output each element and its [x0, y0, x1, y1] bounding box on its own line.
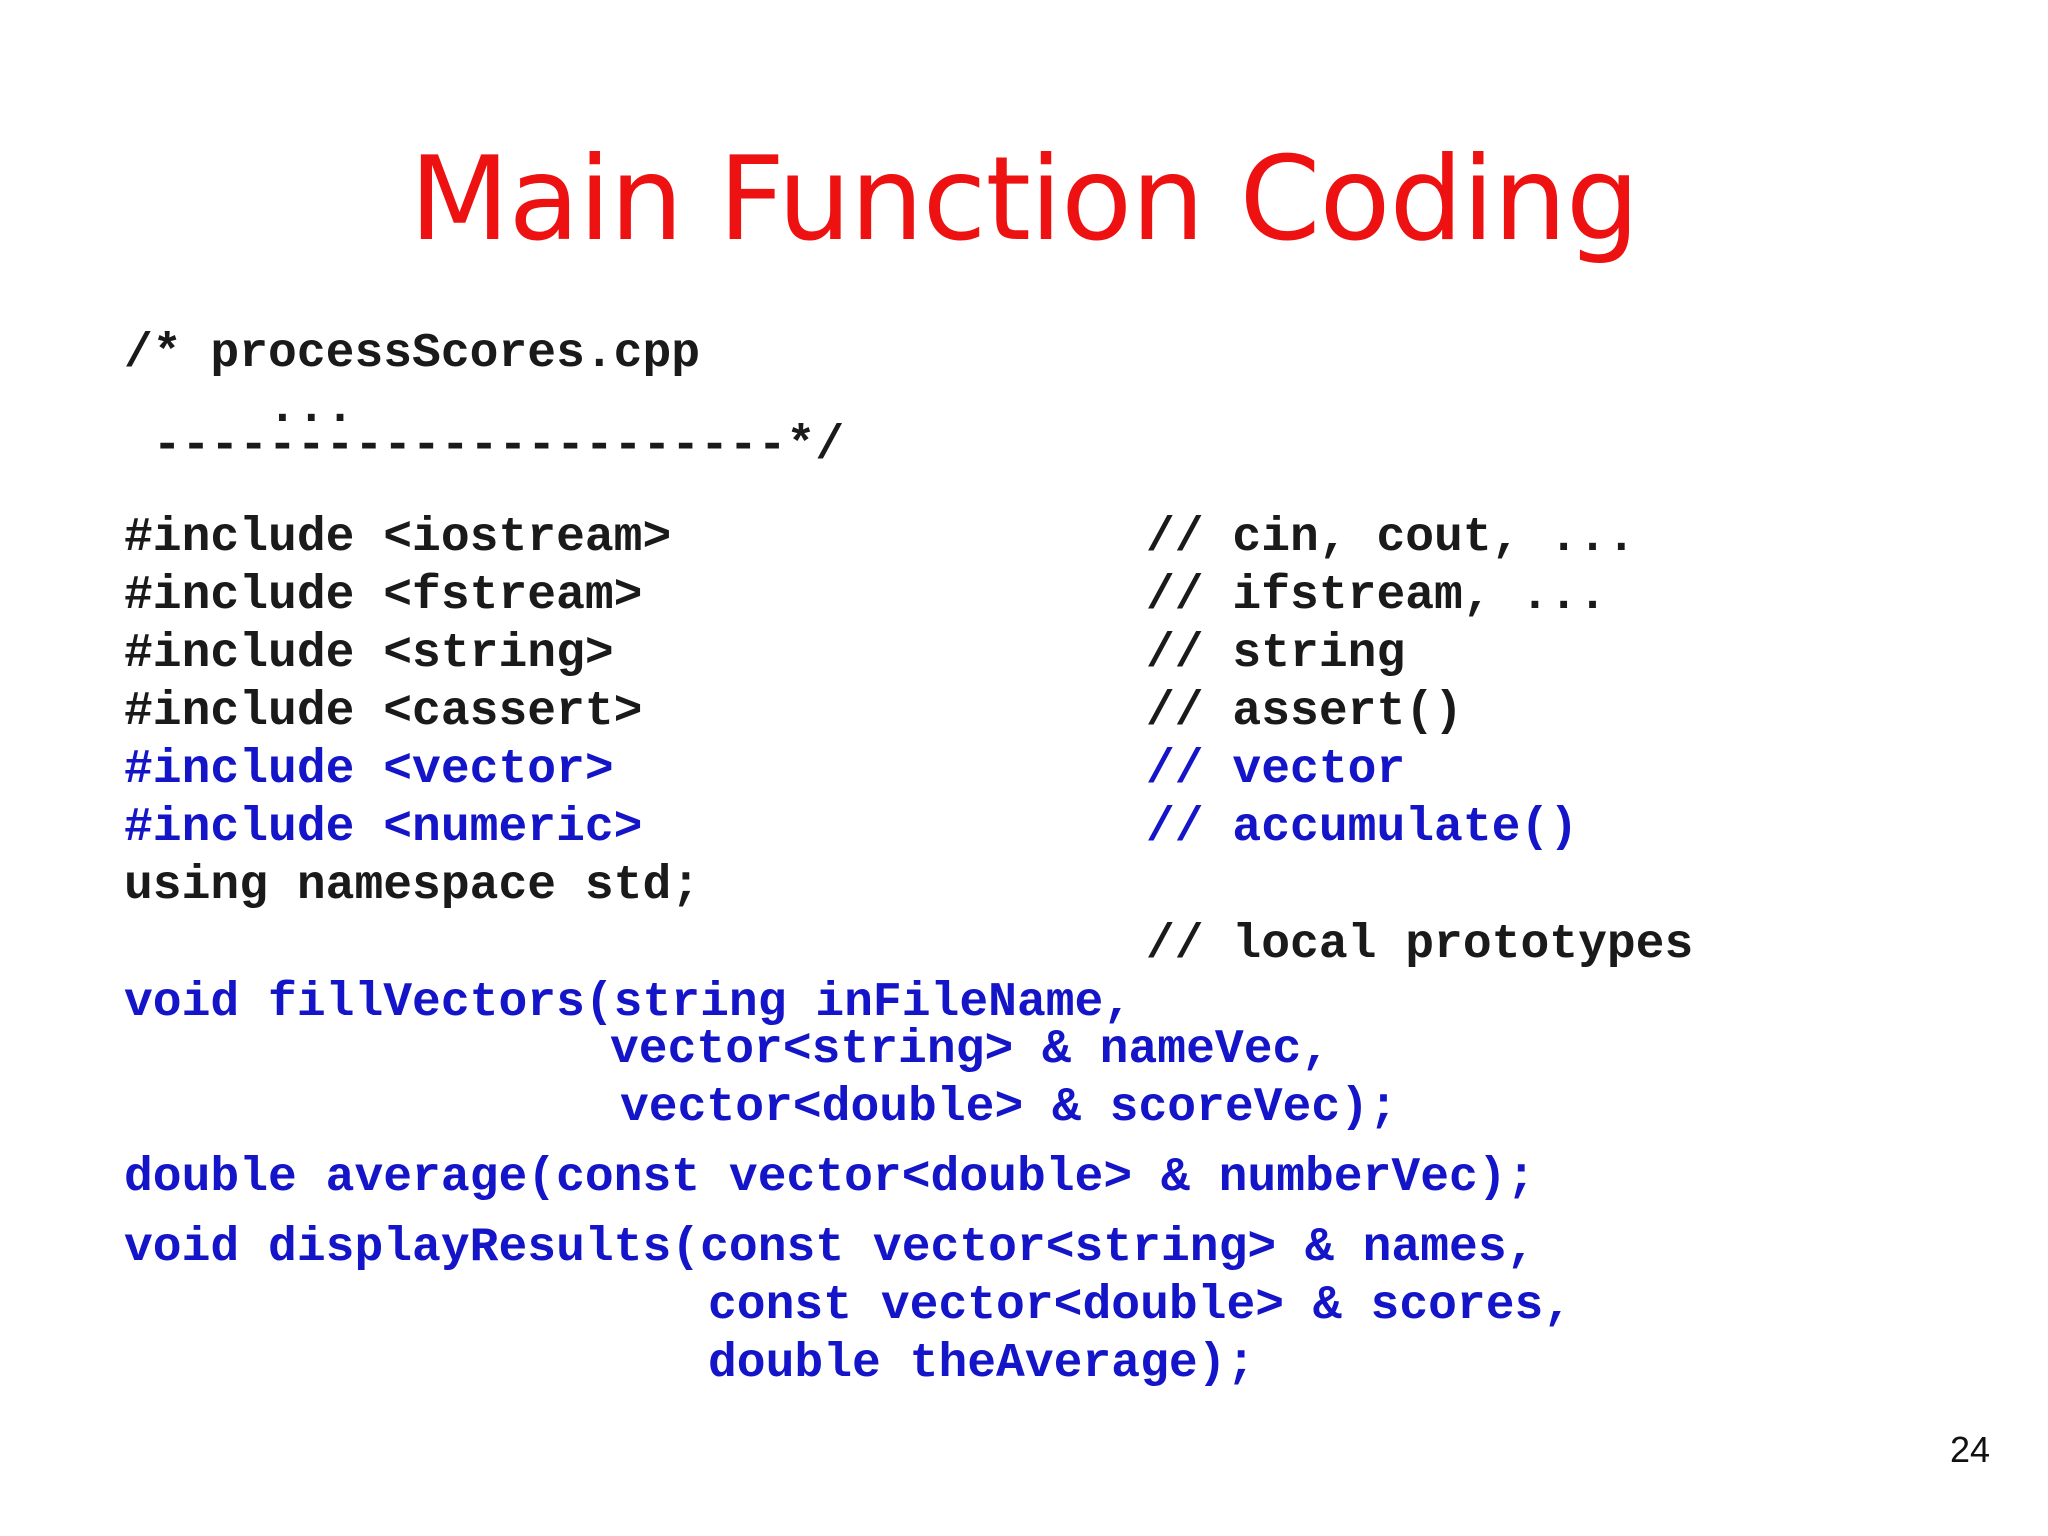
fill-vectors-prototype-line-1: void fillVectors(string inFileName,: [124, 976, 1133, 1030]
display-results-prototype-line-2: const vector<double> & scores,: [708, 1279, 1573, 1333]
average-prototype: double average(const vector<double> & nu…: [124, 1151, 1536, 1205]
local-prototypes-comment: // local prototypes: [1146, 918, 1694, 972]
include-comment: // string: [1146, 627, 1406, 681]
header-comment-line-1: /* processScores.cpp: [124, 327, 701, 381]
include-comment-highlighted: // vector: [1146, 743, 1406, 797]
display-results-prototype-line-1: void displayResults(const vector<string>…: [124, 1221, 1536, 1275]
include-line-highlighted: #include <vector>: [124, 743, 614, 797]
header-comment-line-2: ...: [124, 382, 355, 436]
header-comment-line-3: ----------------------*/: [124, 419, 845, 473]
fill-vectors-prototype-line-3: vector<double> & scoreVec);: [620, 1081, 1398, 1135]
include-line: #include <cassert>: [124, 685, 643, 739]
slide-page-number: 24: [1949, 1429, 1990, 1470]
include-line: #include <fstream>: [124, 569, 643, 623]
include-line: #include <iostream>: [124, 511, 672, 565]
include-line: #include <string>: [124, 627, 614, 681]
display-results-prototype-line-3: double theAverage);: [708, 1337, 1256, 1391]
include-comment: // assert(): [1146, 685, 1463, 739]
include-comment: // ifstream, ...: [1146, 569, 1607, 623]
include-line-highlighted: #include <numeric>: [124, 801, 643, 855]
slide-title: Main Function Coding: [409, 132, 1639, 267]
include-comment-highlighted: // accumulate(): [1146, 801, 1579, 855]
using-namespace-line: using namespace std;: [124, 859, 701, 913]
include-comment: // cin, cout, ...: [1146, 511, 1636, 565]
fill-vectors-prototype-line-2: vector<string> & nameVec,: [610, 1023, 1331, 1077]
